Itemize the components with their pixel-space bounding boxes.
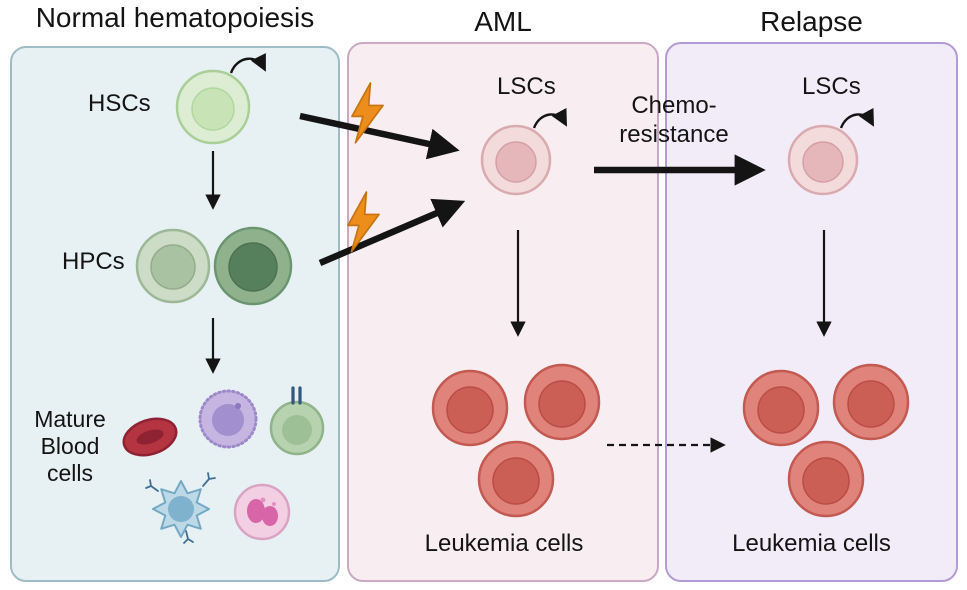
label-lscs-aml: LSCs [497, 73, 556, 100]
title-relapse: Relapse [760, 6, 863, 37]
hpc-cells [135, 226, 293, 306]
self-renewal-arrow-lsc-relapse [839, 107, 874, 129]
self-renewal-arrow-hsc [229, 52, 266, 74]
green-lymphocyte-cell [269, 386, 325, 456]
leukemia-cells-aml [431, 363, 601, 518]
lsc-cell-relapse [787, 124, 859, 196]
label-leukemia-cells-aml: Leukemia cells [424, 530, 584, 557]
label-hscs: HSCs [88, 90, 151, 117]
lsc-cell-aml [480, 124, 552, 196]
label-hpcs: HPCs [62, 248, 125, 275]
lightning-bolt-bottom [347, 191, 380, 253]
label-chemoresistance-line1: Chemo- [631, 92, 717, 119]
title-aml: AML [474, 6, 532, 37]
title-normal-hematopoiesis: Normal hematopoiesis [35, 2, 315, 33]
arrow-hpc-to-lsc [318, 198, 466, 266]
arrow-hsc-to-lsc [299, 112, 460, 160]
label-lscs-relapse: LSCs [802, 73, 861, 100]
label-chemoresistance: Chemo- resistance [610, 92, 738, 150]
self-renewal-arrow-lsc-aml [532, 107, 567, 129]
label-leukemia-cells-relapse: Leukemia cells [732, 530, 891, 557]
label-mature-blood-cells: Mature Blood cells [34, 406, 106, 487]
label-chemoresistance-line2: resistance [619, 120, 729, 148]
red-blood-cell [122, 417, 178, 457]
pink-granulocyte-cell [233, 483, 291, 541]
lightning-bolt-top [351, 82, 384, 144]
hsc-cell [175, 69, 251, 145]
blue-dendritic-cell [145, 472, 216, 544]
leukemia-cells-relapse [742, 363, 910, 518]
purple-immune-cell [198, 389, 258, 449]
